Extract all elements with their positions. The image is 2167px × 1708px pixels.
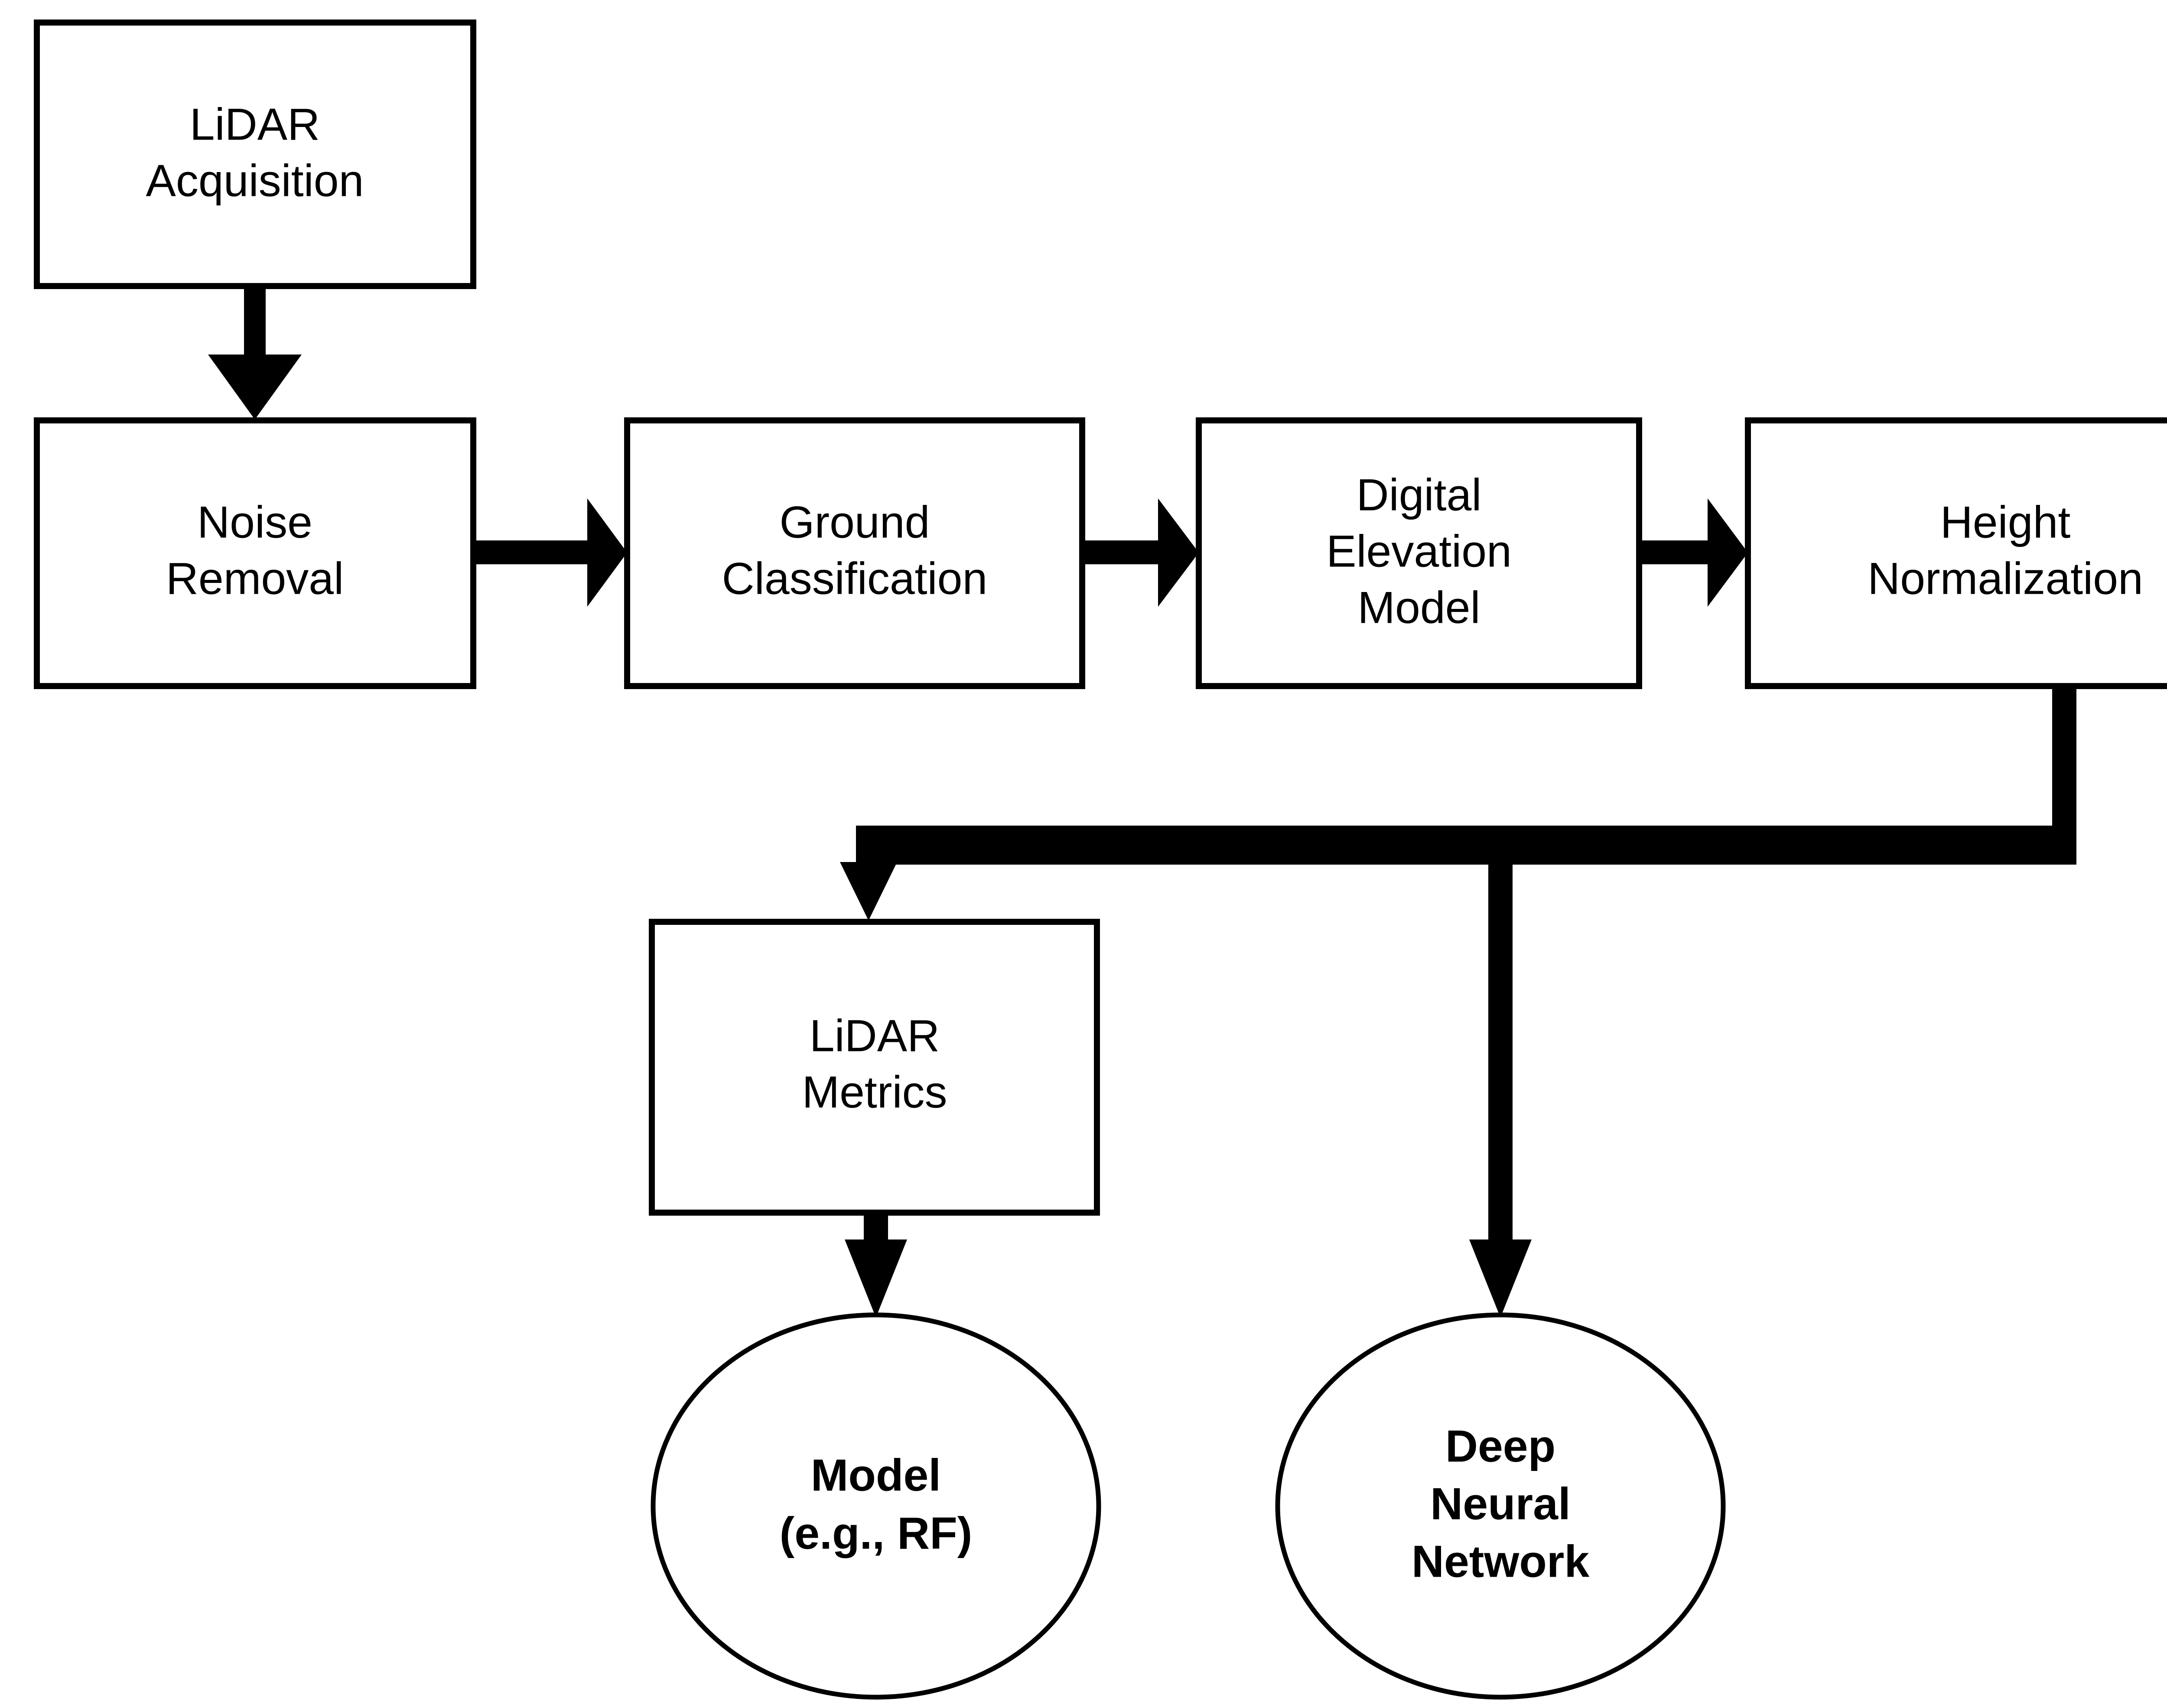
node-digital-elevation-model-box[interactable] [1196,417,1642,689]
edge-branch-left-shaft [856,826,880,862]
node-ground-classification-line1: Ground [780,497,930,547]
node-noise-removal-line1: Noise [197,497,312,547]
node-height-normalization-line1: Height [1940,497,2071,547]
edge-dem-to-height-head [1708,498,1748,607]
node-deep-neural-network-ellipse[interactable] [1275,1312,1726,1700]
node-height-normalization-box[interactable] [1745,417,2167,689]
node-lidar-metrics-line2: Metrics [802,1067,947,1117]
edge-dem-to-height [1642,498,1748,607]
edge-noise-to-ground-shaft [475,540,587,564]
edge-branch-middle-shaft [1488,865,1513,1240]
node-noise-removal-line2: Removal [166,553,344,604]
node-lidar-acquisition-line2: Acquisition [146,156,364,206]
node-height-normalization-line2: Normalization [1868,553,2143,604]
edge-horizontal-bus-segment [856,826,2076,865]
edge-metrics-to-model [845,1213,907,1318]
edge-metrics-to-model-shaft [864,1213,888,1240]
edge-ground-to-dem [1085,498,1199,607]
edge-acquisition-to-noise [208,286,302,420]
node-lidar-acquisition-box[interactable] [34,20,476,289]
edge-branch-middle-head [1469,1240,1532,1318]
node-noise-removal-box[interactable] [34,417,476,689]
node-lidar-metrics[interactable]: LiDAR Metrics [649,919,1100,1216]
node-digital-elevation-model-line3: Model [1357,582,1480,633]
node-model-rf-line2: (e.g., RF) [780,1508,973,1558]
edge-ground-to-dem-head [1158,498,1199,607]
node-model-rf-ellipse[interactable] [651,1312,1101,1700]
node-lidar-acquisition-line1: LiDAR [190,99,320,150]
edge-acquisition-to-noise-shaft [244,286,266,355]
node-digital-elevation-model[interactable]: Digital Elevation Model [1196,417,1642,689]
edge-noise-to-ground [475,498,627,607]
node-deep-neural-network-line2: Neural [1430,1479,1571,1529]
node-ground-classification-line2: Classification [722,553,988,604]
node-noise-removal[interactable]: Noise Removal [34,417,476,689]
node-ground-classification-box[interactable] [624,417,1085,689]
node-lidar-metrics-box[interactable] [649,919,1100,1216]
edge-branch-left-head [840,862,897,921]
edge-ground-to-dem-shaft [1085,540,1158,564]
node-lidar-acquisition[interactable]: LiDAR Acquisition [34,20,476,289]
edge-dem-to-height-shaft [1642,540,1708,564]
node-deep-neural-network-line1: Deep [1445,1421,1555,1471]
node-ground-classification[interactable]: Ground Classification [624,417,1085,689]
edge-acquisition-to-noise-head [208,355,302,420]
node-digital-elevation-model-line1: Digital [1357,470,1482,520]
node-lidar-metrics-line1: LiDAR [810,1011,940,1061]
node-digital-elevation-model-line2: Elevation [1326,526,1512,576]
node-deep-neural-network-line3: Network [1412,1536,1589,1587]
node-height-normalization[interactable]: Height Normalization [1745,417,2167,689]
edge-height-normalization-bus [840,686,2076,1318]
edge-noise-to-ground-head [587,498,627,607]
edge-height-drop-segment [2052,686,2076,826]
node-model-rf[interactable]: Model (e.g., RF) [651,1312,1101,1700]
node-model-rf-line1: Model [811,1450,941,1500]
edge-metrics-to-model-head [845,1240,907,1318]
node-deep-neural-network[interactable]: Deep Neural Network [1275,1312,1726,1700]
